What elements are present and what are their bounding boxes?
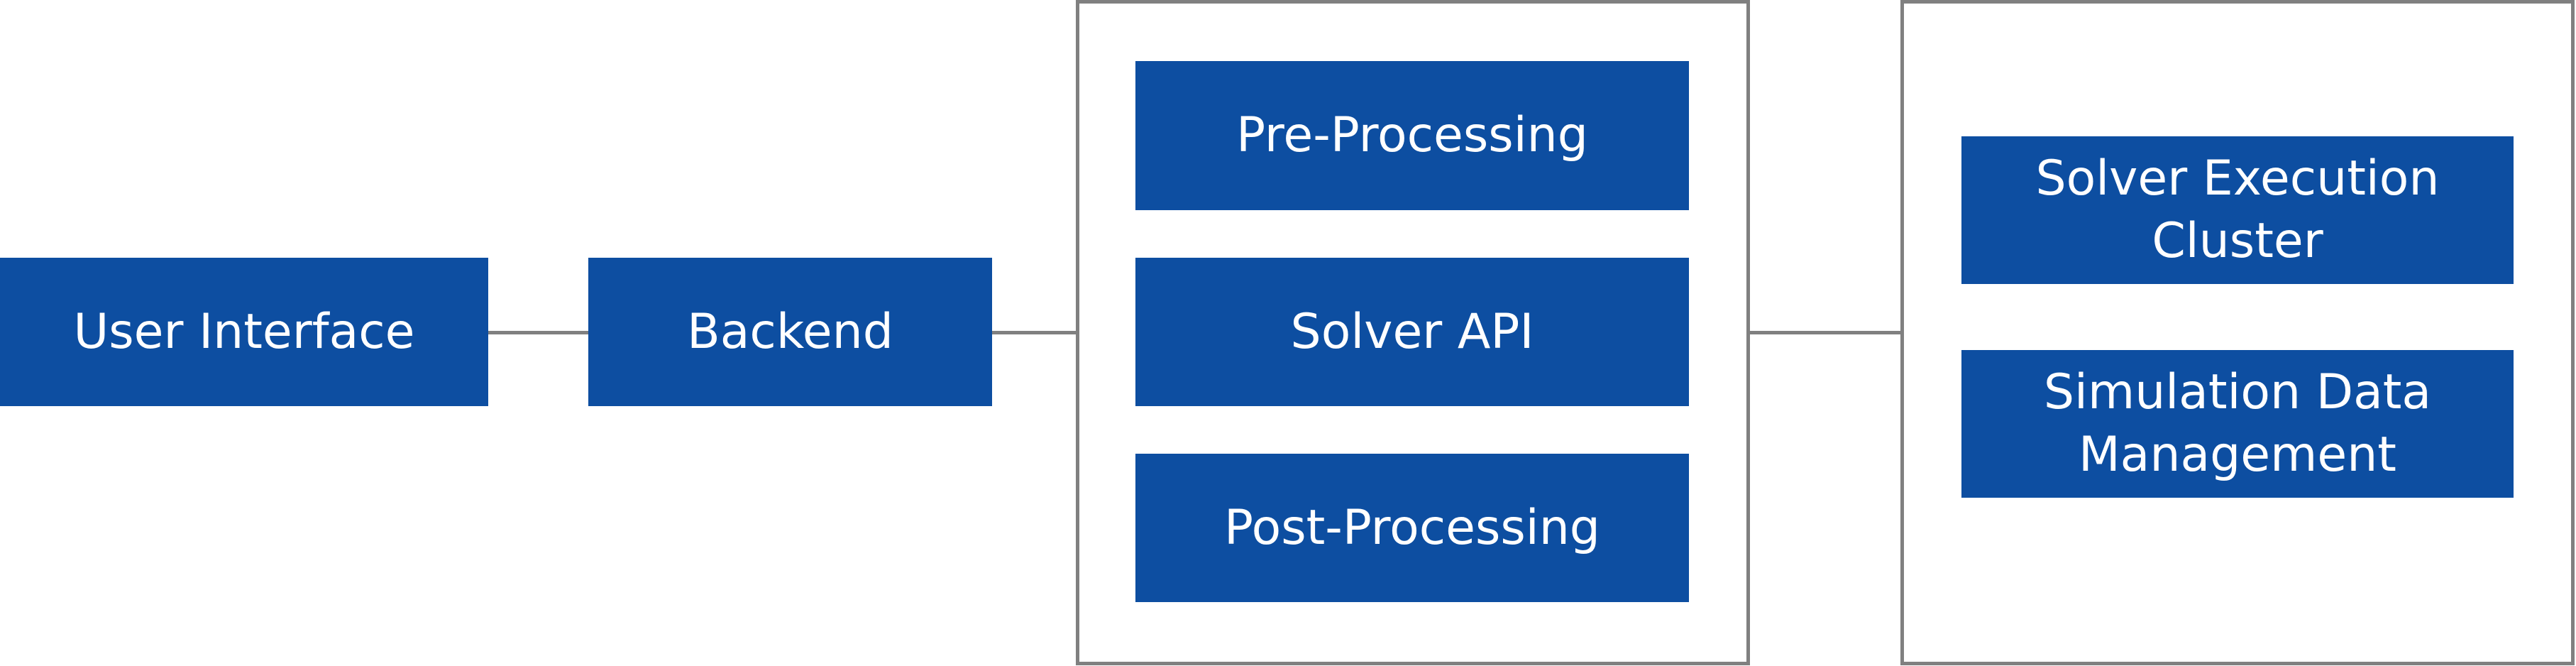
solver-group: [1076, 0, 1750, 665]
connector-solver-group-execution-group: [1748, 331, 1902, 334]
user-interface-node: User Interface: [0, 258, 488, 406]
backend-node: Backend: [588, 258, 992, 406]
post-processing-node: Post-Processing: [1135, 454, 1689, 602]
connector-ui-backend: [488, 331, 588, 334]
solver-api-node: Solver API: [1135, 258, 1689, 406]
execution-group: [1900, 0, 2575, 665]
pre-processing-node: Pre-Processing: [1135, 61, 1689, 210]
solver-execution-cluster-node: Solver Execution Cluster: [1961, 136, 2514, 284]
simulation-data-management-node: Simulation Data Management: [1961, 350, 2514, 498]
connector-backend-solver-group: [992, 331, 1077, 334]
